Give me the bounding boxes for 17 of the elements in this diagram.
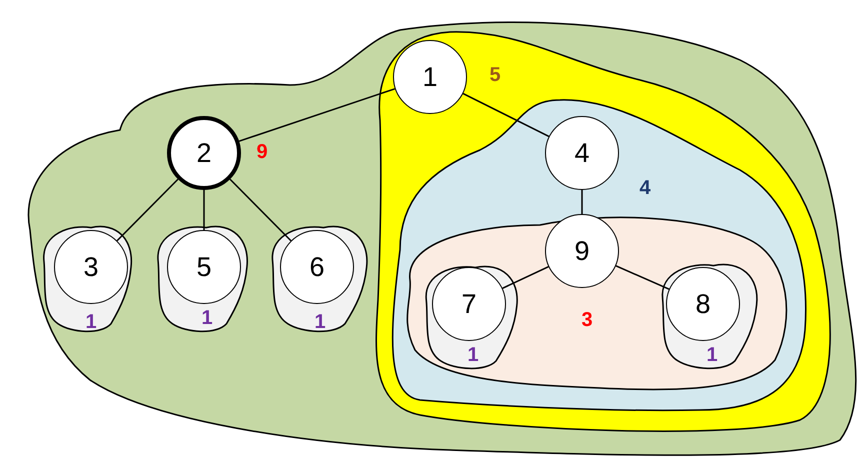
subtree-size-label: 5 bbox=[489, 65, 501, 85]
subtree-size-label: 9 bbox=[256, 142, 268, 162]
subtree-size-label: 1 bbox=[706, 345, 718, 365]
tree-edge bbox=[116, 178, 178, 242]
subtree-size-label: 1 bbox=[85, 312, 97, 332]
tree-edge bbox=[502, 266, 549, 289]
tree-edge bbox=[616, 265, 670, 290]
subtree-size-label: 1 bbox=[314, 312, 326, 332]
tree-edge bbox=[230, 178, 292, 242]
subtree-size-label: 1 bbox=[201, 308, 213, 328]
tree-edge bbox=[581, 190, 583, 214]
subtree-size-label: 1 bbox=[467, 345, 479, 365]
subtree-size-label: 4 bbox=[639, 178, 651, 198]
tree-edge bbox=[203, 190, 205, 230]
subtree-size-label: 3 bbox=[581, 310, 593, 330]
tree-edge bbox=[238, 88, 396, 142]
tree-edge bbox=[462, 92, 550, 138]
